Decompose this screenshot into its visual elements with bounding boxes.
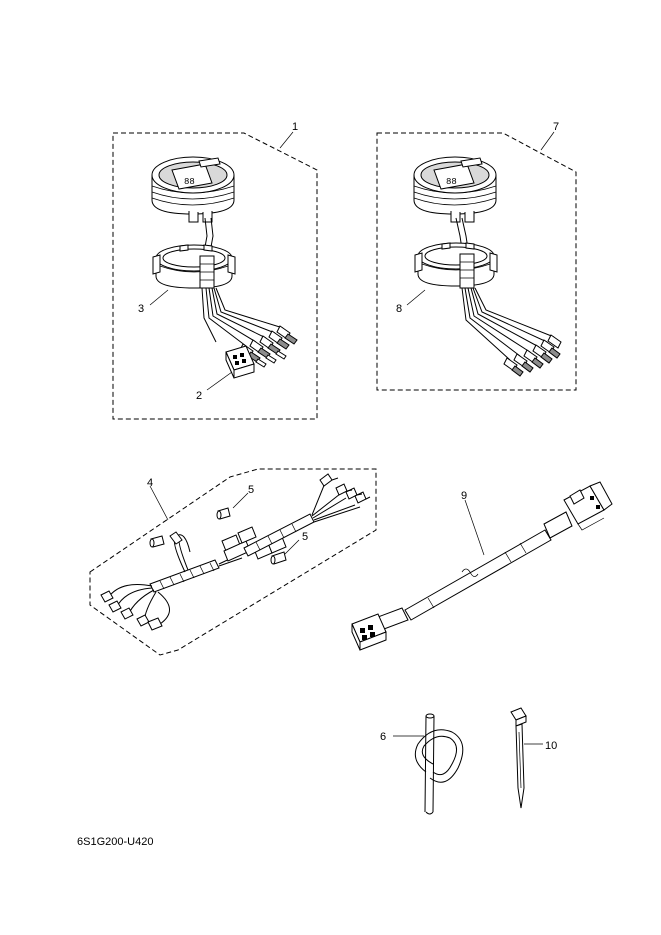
callout-6: 6 <box>380 731 386 743</box>
callout-10: 10 <box>545 740 557 752</box>
callout-9: 9 <box>461 490 467 502</box>
meter-assembly-1: 88 <box>112 131 318 420</box>
wire-leads-1 <box>201 287 298 368</box>
callout-5-top: 5 <box>248 484 254 496</box>
digital-meter-1: 88 <box>151 156 235 223</box>
diagram-reference-code: 6S1G200-U420 <box>77 836 154 848</box>
wire-harness-assembly-4 <box>89 468 377 656</box>
callout-1: 1 <box>292 121 298 133</box>
callout-3: 3 <box>138 303 144 315</box>
meter-display-digits: 88 <box>184 177 195 187</box>
meter-assembly-7: 88 <box>376 131 577 391</box>
digital-meter-7: 88 <box>413 156 497 223</box>
callout-8: 8 <box>396 303 402 315</box>
callout-4: 4 <box>147 477 153 489</box>
callout-5-right: 5 <box>302 531 308 543</box>
coupler-2 <box>225 345 255 379</box>
terminal-sleeve-5a <box>216 507 231 520</box>
retaining-nut-8 <box>414 242 498 287</box>
tube-6 <box>393 713 464 815</box>
callout-2: 2 <box>196 390 202 402</box>
extension-harness-9 <box>351 481 613 651</box>
callout-7: 7 <box>553 121 559 133</box>
terminal-sleeve-5b <box>270 551 287 565</box>
wire-leads-7 <box>461 287 562 377</box>
retaining-nut-3 <box>152 244 236 289</box>
meter-display-digits-7: 88 <box>446 177 457 187</box>
cable-tie-10 <box>510 707 543 809</box>
terminal-sleeve-5c <box>149 535 165 548</box>
